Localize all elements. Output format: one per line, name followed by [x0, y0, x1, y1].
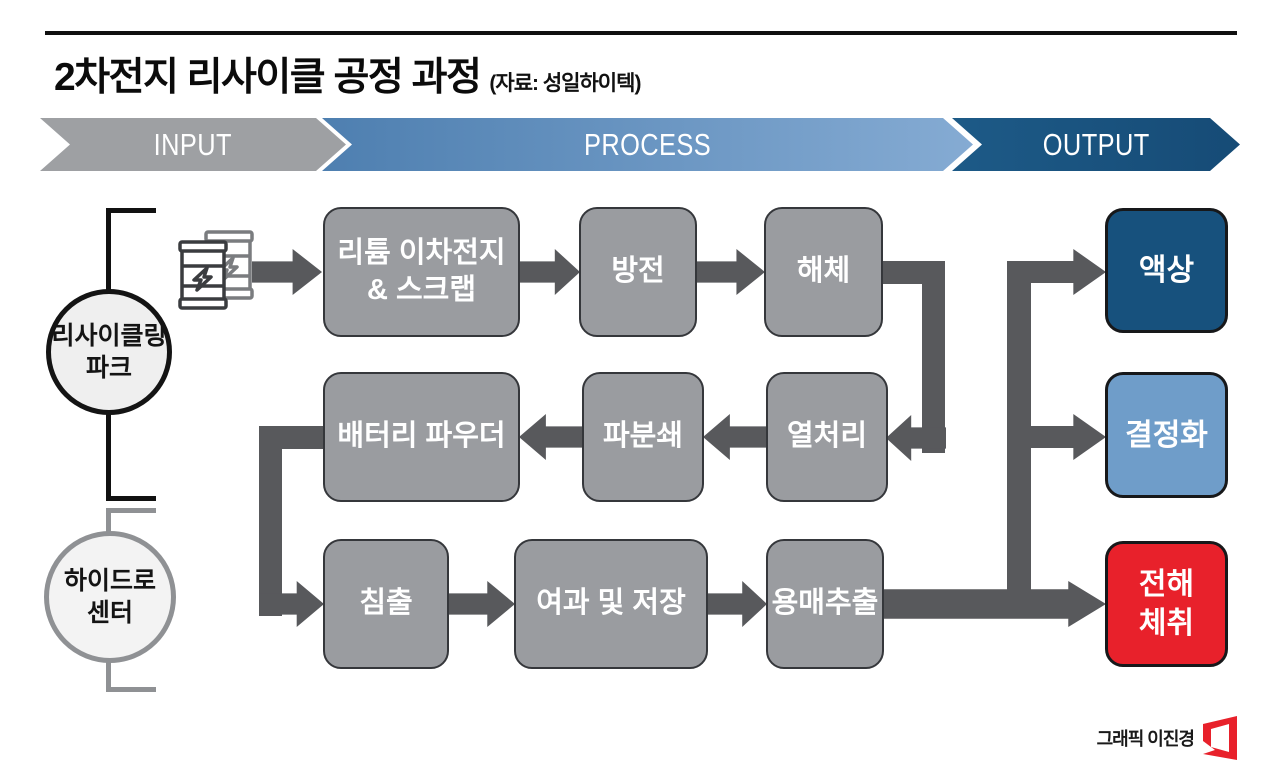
step-scrap: 리튬 이차전지 & 스크랩	[323, 207, 520, 337]
output-liquid-label: 액상	[1138, 254, 1195, 287]
step-discharge-label: 방전	[611, 255, 665, 288]
output-crystallization-label: 결정화	[1125, 418, 1208, 452]
facility-hydro-center-line1: 하이드로	[63, 566, 156, 595]
step-dismantle: 해체	[764, 207, 883, 337]
facility-hydro-center-line2: 센터	[86, 599, 133, 627]
step-heat-treatment: 열처리	[766, 372, 888, 502]
stage-band-output: OUTPUT	[952, 118, 1240, 171]
step-solvent-extraction: 용매추출	[766, 539, 884, 669]
step-battery-powder: 배터리 파우더	[323, 372, 520, 502]
step-leaching: 침출	[323, 539, 449, 669]
step-dismantle-label: 해체	[796, 255, 851, 288]
output-electrowinning: 전해 체취	[1105, 541, 1228, 667]
press-logo-icon	[1203, 716, 1237, 760]
step-filter-storage: 여과 및 저장	[514, 539, 708, 669]
credit: 그래픽 이진경	[1097, 716, 1237, 760]
facility-recycling-park-line2: 파크	[85, 354, 132, 382]
step-scrap-line1: 리튬 이차전지	[337, 236, 506, 269]
output-electrowinning-line1: 전해	[1138, 568, 1195, 601]
arrow-input-to-scrap	[252, 249, 322, 295]
stage-band-process: PROCESS	[322, 118, 973, 171]
connector-dismantle-elbow-vertical	[922, 261, 945, 453]
arrow-leaching-to-filter	[449, 581, 515, 627]
arrow-discharge-to-dismantle	[697, 249, 765, 295]
title-text: 2차전지 리사이클 공정 과정	[54, 56, 482, 99]
output-electrowinning-line2: 체취	[1138, 607, 1195, 640]
battery-drums-icon	[178, 230, 254, 310]
step-crushing: 파분쇄	[582, 372, 704, 502]
output-crystallization: 결정화	[1105, 372, 1228, 498]
arrow-crushing-to-powder	[519, 414, 583, 460]
arrow-filter-to-solvent	[708, 581, 767, 627]
arrow-solvent-to-electrowinning	[884, 581, 1106, 627]
arrow-heat-to-crushing	[703, 414, 767, 460]
page-title: 2차전지 리사이클 공정 과정 (자료: 성일하이텍)	[54, 46, 641, 102]
step-crushing-label: 파분쇄	[602, 420, 684, 453]
step-battery-powder-label: 배터리 파우더	[337, 420, 506, 453]
facility-hydro-center: 하이드로 센터	[44, 531, 176, 663]
stage-band-output-label: OUTPUT	[1042, 126, 1150, 162]
step-discharge: 방전	[579, 207, 697, 337]
step-scrap-line2: & 스크랩	[366, 274, 477, 306]
connector-powder-elbow-vertical	[259, 426, 282, 616]
facility-recycling-park: 리사이클링 파크	[46, 289, 172, 415]
step-heat-treatment-label: 열처리	[786, 420, 868, 453]
stage-band-input: INPUT	[40, 118, 346, 171]
stage-band-process-label: PROCESS	[583, 126, 712, 162]
credit-text: 그래픽 이진경	[1096, 729, 1195, 749]
stage-band-input-label: INPUT	[153, 126, 233, 162]
facility-recycling-park-line1: 리사이클링	[51, 321, 167, 350]
output-liquid: 액상	[1105, 208, 1228, 333]
source-text: (자료: 성일하이텍)	[489, 72, 641, 95]
arrow-scrap-to-discharge	[520, 249, 580, 295]
step-solvent-extraction-label: 용매추출	[771, 587, 879, 620]
step-leaching-label: 침출	[359, 587, 413, 620]
step-filter-storage-label: 여과 및 저장	[536, 587, 686, 620]
top-divider	[45, 31, 1237, 35]
